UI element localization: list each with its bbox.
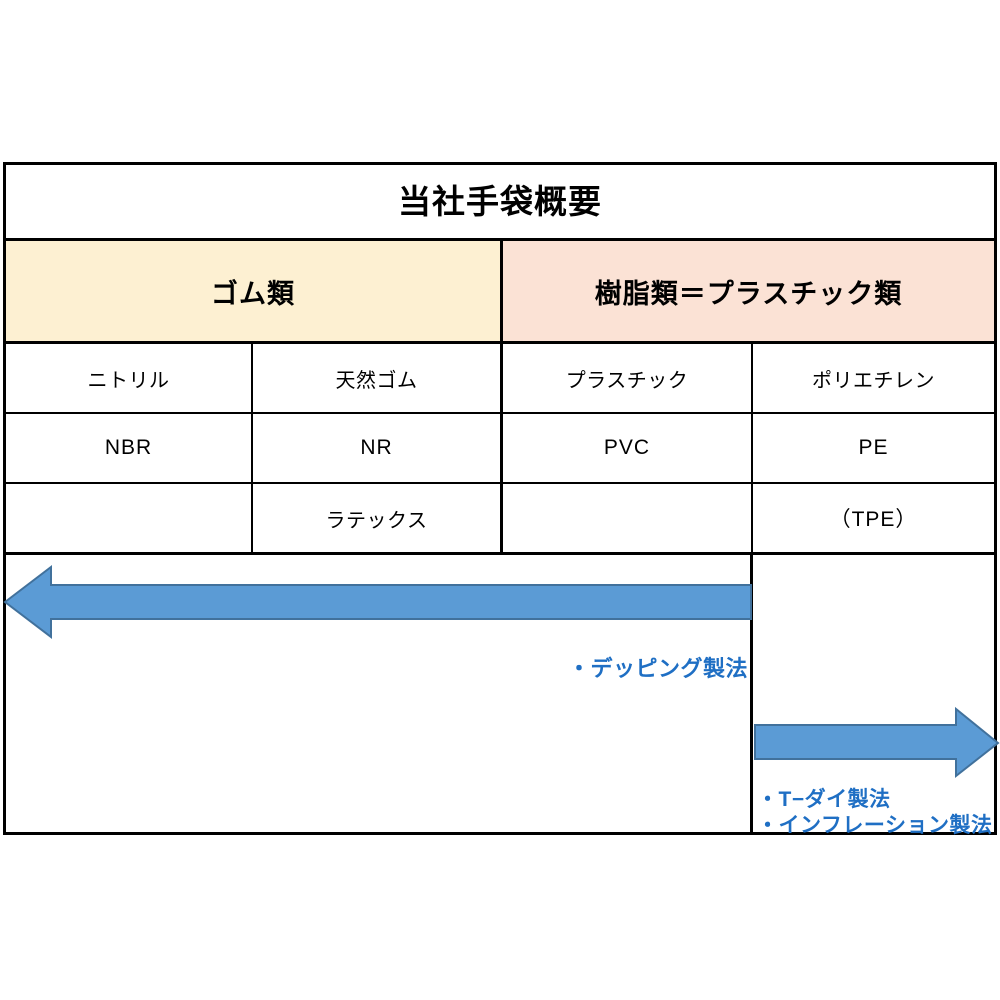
page-title: 当社手袋概要 [398, 183, 602, 220]
process-area: ・デッピング製法 ・T−ダイ製法 ・インフレーション製法 [3, 555, 1000, 837]
table-cell: NR [253, 414, 503, 482]
table-cell: ニトリル [6, 344, 253, 412]
category-cell-resin: 樹脂類＝プラスチック類 [503, 241, 994, 341]
table-body: ニトリル 天然ゴム プラスチック ポリエチレン NBR NR PVC PE ラテ… [6, 344, 994, 555]
table-cell: NBR [6, 414, 253, 482]
process-label-tdie: ・T−ダイ製法 [757, 788, 891, 811]
gloves-overview-table: 当社手袋概要 ゴム類 樹脂類＝プラスチック類 ニトリル 天然ゴム プラスチック … [3, 162, 1000, 837]
table-cell: プラスチック [503, 344, 753, 412]
table-cell: （TPE） [829, 508, 918, 531]
table-cell: PE [858, 436, 889, 459]
table-row: ニトリル 天然ゴム プラスチック ポリエチレン [6, 344, 994, 414]
left-pointing-arrow-icon [3, 564, 752, 640]
category-header-row: ゴム類 樹脂類＝プラスチック類 [6, 241, 994, 344]
table-cell: 天然ゴム [253, 344, 503, 412]
process-label-dipping: ・デッピング製法 [567, 656, 748, 681]
category-label-resin: 樹脂類＝プラスチック類 [594, 278, 903, 309]
table-cell [503, 484, 753, 552]
process-label-group-resin: ・T−ダイ製法 ・インフレーション製法 [757, 787, 992, 838]
right-pointing-arrow-icon [754, 706, 1000, 779]
process-label-inflation: ・インフレーション製法 [757, 813, 993, 837]
process-area-rubber: ・デッピング製法 [3, 555, 753, 832]
table-cell: PVC [503, 414, 753, 482]
table-row: ラテックス （TPE） [6, 484, 994, 555]
table-row: NBR NR PVC PE [6, 414, 994, 484]
table-title-row: 当社手袋概要 [6, 165, 994, 241]
table-cell: ラテックス [253, 484, 503, 552]
category-label-rubber: ゴム類 [211, 278, 295, 309]
process-area-resin: ・T−ダイ製法 ・インフレーション製法 [753, 555, 1000, 837]
table-cell: ポリエチレン [812, 369, 935, 392]
category-cell-rubber: ゴム類 [6, 241, 503, 341]
table-cell [6, 484, 253, 552]
